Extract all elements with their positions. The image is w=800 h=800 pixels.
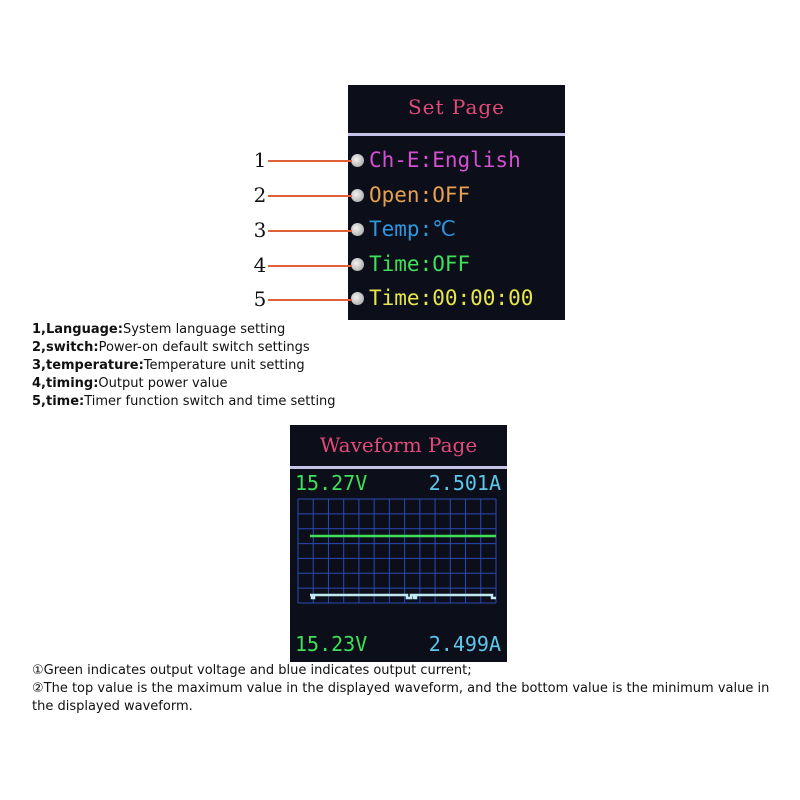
callout-number-4: 4 [253,253,267,277]
set-row-time[interactable]: Time:00:00:00 [351,283,533,313]
set-row-label: Temp:℃ [369,217,456,241]
selector-dot-icon [351,188,364,202]
description-label: 3,temperature: [32,358,144,373]
set-page-title: Set Page [407,95,506,119]
min-voltage-value: 15.23V [295,632,368,656]
callout-line-3 [268,230,352,232]
max-voltage-value: 15.27V [295,471,368,495]
description-label: 5,time: [32,394,85,409]
description-label: 2,switch: [32,340,99,355]
description-label: 4,timing: [32,376,99,391]
description-label: 1,Language: [32,322,123,337]
callout-number-2: 2 [253,183,267,207]
description-text: Timer function switch and time setting [84,394,336,409]
description-text: Output power value [98,376,228,391]
set-row-label: Open:OFF [369,183,471,207]
selector-dot-icon [351,291,364,305]
waveform-page-screen: Waveform Page 15.27V 2.501A 15.23V 2.499… [290,425,507,662]
callout-line-4 [268,265,352,267]
selector-dot-icon [351,153,364,167]
callout-line-1 [268,160,352,162]
set-page-divider [348,133,565,136]
description-text: Temperature unit setting [143,358,305,373]
set-row-temperature[interactable]: Temp:℃ [351,214,456,244]
description-text: Power-on default switch settings [98,340,310,355]
current-trace [310,593,496,600]
set-row-language[interactable]: Ch-E:English [351,145,521,175]
description-text: System language setting [122,322,286,337]
min-current-value: 2.499A [428,632,501,656]
description-switch: 2,switch:Power-on default switch setting… [32,339,310,357]
callout-number-3: 3 [253,218,267,242]
waveform-page-title: Waveform Page [319,433,478,457]
selector-dot-icon [351,222,364,236]
selector-dot-icon [351,257,364,271]
callout-line-2 [268,195,352,197]
set-row-label: Time:OFF [369,252,471,276]
waveform-plot [297,498,497,604]
callout-number-1: 1 [253,148,267,172]
note-color-legend: ①Green indicates output voltage and blue… [32,663,472,678]
set-page-screen: Set Page Ch-E:English Open:OFF Temp:℃ Ti… [348,85,565,320]
set-row-switch[interactable]: Open:OFF [351,180,470,210]
description-temperature: 3,temperature:Temperature unit setting [32,357,305,375]
callout-line-5 [268,299,352,301]
description-time: 5,time:Timer function switch and time se… [32,393,336,411]
waveform-grid [297,498,497,604]
callout-number-5: 5 [253,287,267,311]
set-row-label: Ch-E:English [369,148,521,172]
set-row-timing[interactable]: Time:OFF [351,249,470,279]
waveform-page-divider [290,466,507,469]
note-min-max: ②The top value is the maximum value in t… [32,681,770,714]
set-row-label: Time:00:00:00 [369,286,534,310]
description-language: 1,Language:System language setting [32,321,285,339]
description-timing: 4,timing:Output power value [32,375,228,393]
max-current-value: 2.501A [428,471,501,495]
